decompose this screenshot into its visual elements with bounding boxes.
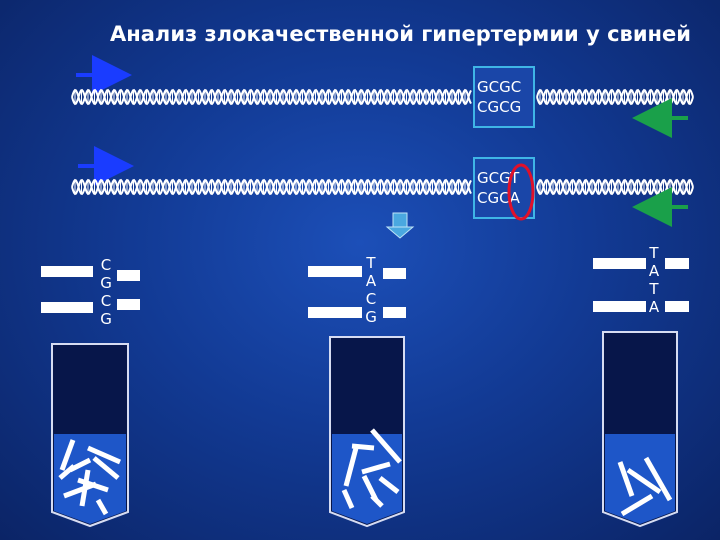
sequence-box-1: GCGC CGCG: [473, 66, 535, 128]
vial-2: [329, 336, 405, 528]
fragment-1-left-bar: [41, 266, 93, 277]
fragment-2-left-bar: [308, 266, 362, 277]
fragment-3-letters: T A T A: [648, 244, 660, 316]
helix-strand: [536, 88, 694, 106]
dna-fragments-vial-1: [58, 439, 122, 516]
fragment-1-right-bar-2: [117, 299, 140, 310]
helix-strand: [71, 88, 472, 106]
fragment-3-left-bar: [593, 258, 646, 269]
bottom-sequence: CGCG: [477, 98, 522, 116]
dna-double-helix-2: [71, 178, 694, 196]
fragment-1-left-bar-2: [41, 302, 93, 313]
fragment-2-right-bar-2: [383, 307, 406, 318]
fragment-2-letters: T A C G: [365, 254, 377, 326]
bottom-sequence: CGCA: [477, 189, 520, 207]
dna-fragments-vial-2: [341, 428, 402, 510]
top-sequence: GCGT: [477, 169, 520, 187]
fragment-1-right-bar: [117, 270, 140, 281]
helix-strand: [71, 178, 472, 196]
top-sequence: GCGC: [477, 78, 522, 96]
fragment-2-right-bar: [383, 268, 406, 279]
sequence-box-2: GCGT CGCA: [473, 157, 535, 219]
fragment-3-right-bar-2: [665, 301, 689, 312]
helix-strand: [71, 178, 472, 196]
fragment-2-left-bar-2: [308, 307, 362, 318]
dna-double-helix-1: [71, 88, 694, 106]
dna-fragments-vial-3: [617, 456, 673, 517]
helix-strand: [71, 88, 472, 106]
down-arrow-icon: [385, 212, 415, 239]
fragment-3-right-bar: [665, 258, 689, 269]
fragment-3-left-bar-2: [593, 301, 646, 312]
vial-1: [51, 343, 129, 528]
slide-title: Анализ злокачественной гипертермии у сви…: [110, 22, 691, 46]
fragment-1-letters: C G C G: [100, 256, 112, 328]
